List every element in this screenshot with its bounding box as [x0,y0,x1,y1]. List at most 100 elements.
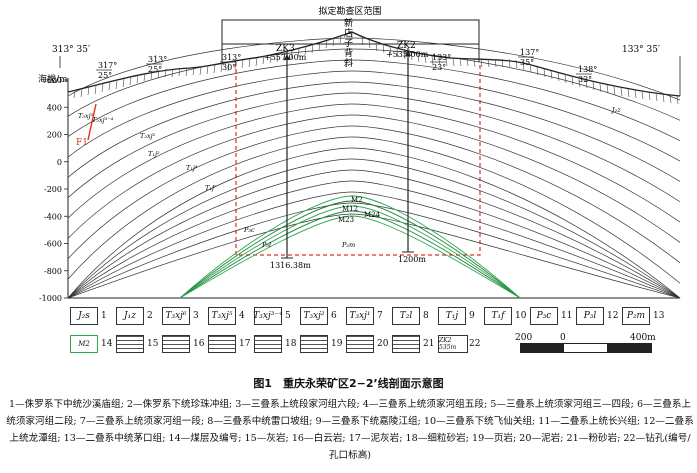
svg-text:新: 新 [344,17,353,29]
azimuth-6: 137° [520,48,539,57]
legend-number: 9 [469,311,475,321]
svg-text:斜: 斜 [344,57,353,69]
stratum-boundary [67,81,681,182]
legend-number: 4 [239,311,245,321]
svg-text:T₁j²: T₁j² [148,150,160,158]
svg-text:M2: M2 [351,196,363,204]
legend-number: 1 [101,311,107,321]
svg-text:P₃l: P₃l [261,241,271,249]
legend-swatch: T₃xj² [300,307,328,325]
legend-swatch [300,335,328,353]
legend-swatch [116,335,144,353]
legend-number: 20 [377,339,389,349]
azimuth-2: 317° [98,61,117,70]
survey-range-label: 拟定勘查区范围 [318,5,381,17]
surface-hatching [67,32,679,105]
svg-text:背: 背 [344,47,353,59]
scale-label: 0 [560,333,566,343]
anticline-name: 新 店 子 背 斜 [344,17,353,69]
fault-label: F1 [76,138,88,148]
legend-swatch: M2 [70,335,98,353]
stratum-boundary [67,202,681,299]
strata-lines [67,37,681,299]
svg-text:T₁f: T₁f [205,184,216,192]
legend-number: 14 [101,339,113,349]
coal-seam-curve [179,205,521,299]
legend-swatch: T₃xj⁶ [162,307,190,325]
svg-text:店: 店 [344,27,353,39]
legend-number: 5 [285,311,291,321]
svg-text:J₂z: J₂z [610,106,621,114]
legend-swatch: P₂m [622,307,650,325]
figure-caption: 图1 重庆永荣矿区2−2’线剖面示意图 [253,377,444,390]
coal-seam-curve [179,195,521,299]
survey-boundary-dashed [235,62,481,256]
dip-7: 32° [578,75,592,84]
legend-number: 6 [331,311,337,321]
svg-text:T₁j⁴: T₁j⁴ [186,164,198,172]
legend-number: 19 [331,339,343,349]
svg-text:T₃xj²: T₃xj² [140,132,156,140]
legend-number: 18 [285,339,297,349]
y-tick-label: -800 [44,267,62,276]
dip-2: 25° [98,71,112,80]
legend-swatch: T₃xj³⁻⁴ [253,307,283,325]
seam-labels: M2 M12 M24 M23 [338,196,381,224]
legend-swatch: T₃xj⁵ [208,307,236,325]
svg-text:1316.38m: 1316.38m [270,261,311,270]
y-tick-label: -600 [44,240,62,249]
azimuth-7: 138° [578,65,597,74]
azimuth-4: 313° [222,53,241,62]
stratum-boundary [67,147,681,299]
stratum-boundary [67,213,681,299]
stratum-boundary [67,136,681,284]
legend-number: 7 [377,311,383,321]
borehole-zk3: ZK3 +557.00m 1316.38m [264,44,311,270]
y-tick-label: 600 [47,76,62,85]
y-tick-label: -200 [44,185,62,194]
coal-seam-curve [179,200,521,299]
stratum-boundary [67,180,681,299]
legend-number: 17 [239,339,251,349]
coal-seam-curve [179,215,521,299]
strata-labels: T₃xj⁵ T₃xj³⁻⁴ T₃xj² T₁j² T₁j⁴ T₁f P₃c P₃… [78,106,621,249]
svg-text:P₂m: P₂m [341,241,355,249]
legend-number: 21 [423,339,435,349]
svg-text:T₃xj³⁻⁴: T₃xj³⁻⁴ [92,116,114,124]
legend-number: 16 [193,339,205,349]
scale-bar [520,343,652,353]
stratum-boundary [67,191,681,299]
legend-swatch [254,335,282,353]
legend-swatch [392,335,420,353]
dip-3: 25° [148,65,162,74]
dip-5: 23° [432,63,446,72]
dip-6: 35° [520,58,534,67]
azimuth-markers: 313° 35′ 317° 25° 313° 25° 313° 30° 133°… [52,45,681,96]
legend-swatch: J₂s [70,307,98,325]
legend-number: 8 [423,311,429,321]
survey-range-frame [221,19,480,45]
fault-f1 [87,103,97,141]
stratum-boundary [67,125,681,264]
svg-text:M24: M24 [364,211,381,219]
legend-number: 3 [193,311,199,321]
elevation-label: 海拔/m [38,73,68,85]
stratum-boundary [67,70,681,162]
y-tick-label: 400 [47,103,62,112]
svg-text:T₃xj⁵: T₃xj⁵ [78,112,94,120]
svg-text:M12: M12 [342,205,358,213]
azimuth-3: 313° [148,55,167,64]
dip-4: 30° [222,63,236,72]
legend-swatch: P₃l [576,307,604,325]
legend-swatch: T₁f [484,307,512,325]
scale-label: 400m [630,333,656,343]
legend-number: 22 [469,339,481,349]
legend-number: 13 [653,311,665,321]
svg-text:M23: M23 [338,216,354,224]
borehole-zk2: ZK2 +535.00m 1200m [386,41,429,264]
svg-text:ZK3: ZK3 [276,44,295,54]
legend-number: 10 [515,311,527,321]
azimuth-right-end: 133° 35′ [622,45,660,55]
